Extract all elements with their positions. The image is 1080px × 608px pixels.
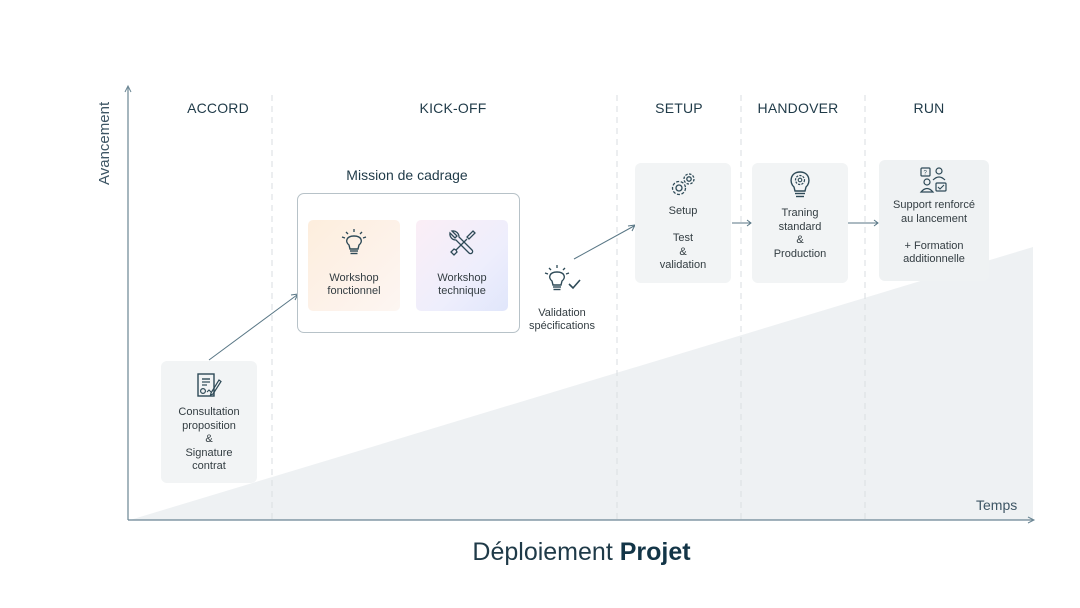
run-label: Support renforcé au lancement + Formatio… (893, 199, 975, 265)
title-bold: Projet (619, 538, 691, 566)
arrowhead (873, 219, 879, 227)
x-axis-label: Temps (976, 497, 1018, 513)
workshop-fonctionnel-label: Workshop fonctionnel (327, 271, 381, 298)
validation-label: Validation spécifications (528, 306, 596, 333)
tools-icon (449, 230, 476, 256)
phase-setup: SETUP (655, 100, 703, 116)
y-axis-arrowhead (124, 84, 132, 93)
x-axis-arrowhead (1027, 516, 1036, 524)
support-team-icon: ? (919, 167, 947, 193)
gears-icon (671, 173, 695, 196)
page-title: Déploiement Projet (0, 538, 1080, 567)
lightbulb-check-icon (544, 265, 581, 291)
phase-kick-off: KICK-OFF (419, 100, 487, 116)
arrowhead (746, 219, 752, 227)
handover-label: Traning standard & Production (773, 207, 827, 260)
setup-label: Setup Test & validation (659, 205, 707, 271)
connector-arrow (208, 294, 298, 361)
card-run: ? Support renforcé au lancement + Format… (879, 160, 989, 281)
connector-arrow (573, 225, 635, 260)
step-validation: Validation spécifications (522, 262, 602, 334)
arrowhead (627, 224, 636, 232)
phase-accord: ACCORD (187, 100, 249, 116)
mission-title: Mission de cadrage (346, 167, 468, 183)
contract-signature-icon (197, 373, 222, 397)
svg-text:?: ? (924, 171, 928, 177)
workshop-technique-label: Workshop technique (437, 271, 487, 298)
lightbulb-gear-icon (790, 171, 810, 198)
card-workshop-technique: Workshop technique (416, 220, 508, 311)
lightbulb-icon (341, 229, 367, 255)
card-setup: Setup Test & validation (635, 163, 731, 283)
y-axis-label: Avancement (96, 101, 113, 185)
card-workshop-fonctionnel: Workshop fonctionnel (308, 220, 400, 311)
consultation-label: Consultation proposition & Signature con… (178, 406, 240, 472)
card-consultation: Consultation proposition & Signature con… (161, 361, 257, 483)
phase-run: RUN (913, 100, 945, 116)
progress-area (130, 247, 1033, 520)
card-handover: Traning standard & Production (752, 163, 848, 283)
title-regular: Déploiement (472, 538, 620, 566)
phase-handover: HANDOVER (757, 100, 839, 116)
